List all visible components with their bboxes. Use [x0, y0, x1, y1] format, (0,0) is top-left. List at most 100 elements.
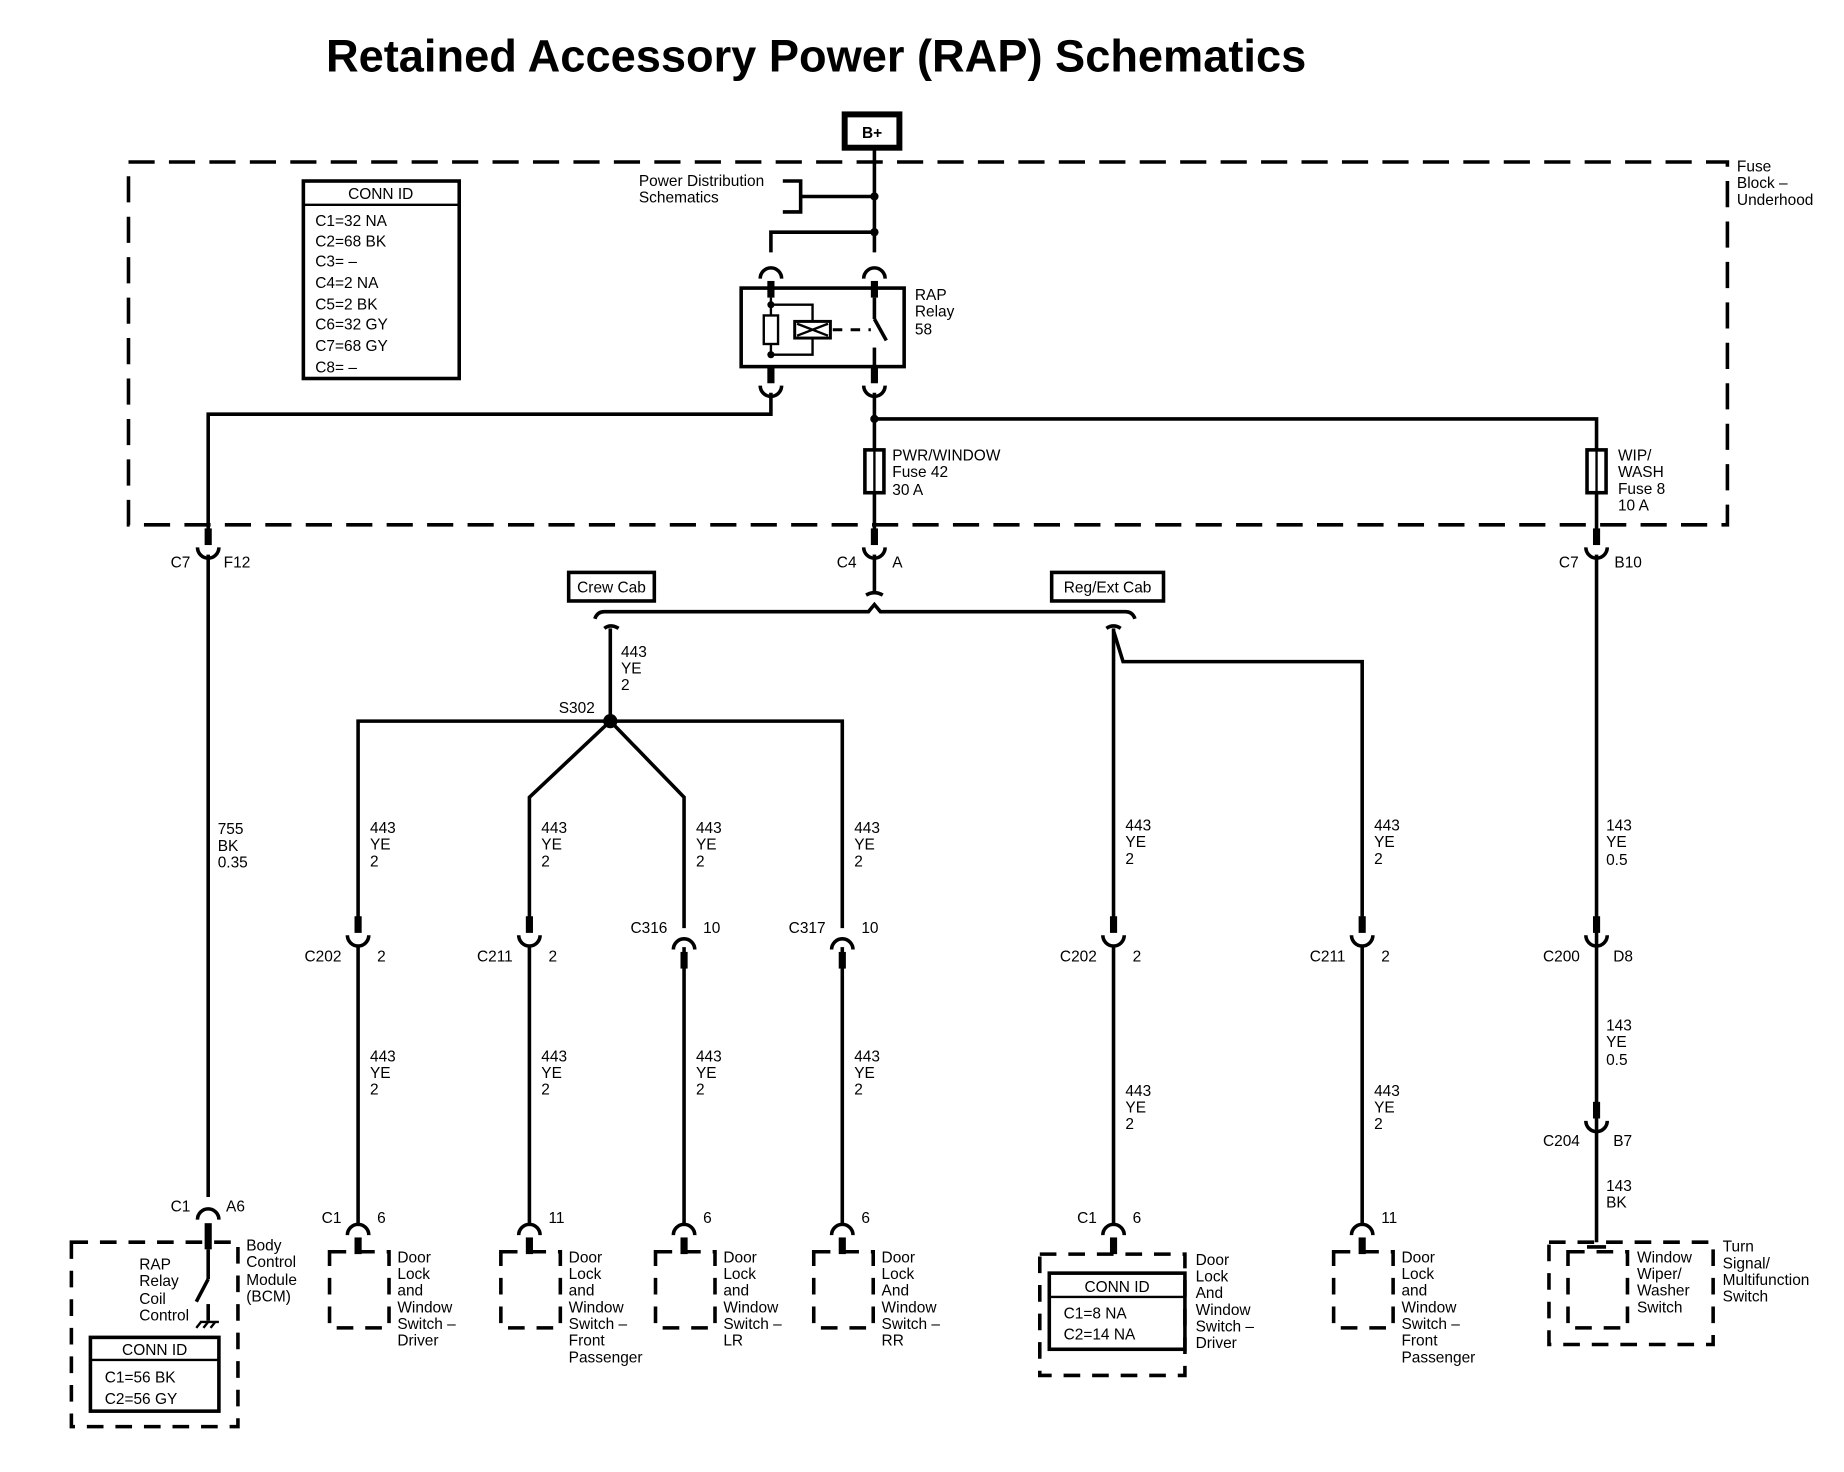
svg-text:143: 143	[1606, 1017, 1632, 1034]
svg-text:B7: B7	[1613, 1133, 1632, 1150]
svg-text:443: 443	[541, 1048, 567, 1065]
svg-text:30 A: 30 A	[892, 482, 924, 499]
svg-text:Window: Window	[397, 1299, 453, 1316]
svg-text:Signal/: Signal/	[1723, 1255, 1771, 1272]
svg-text:Window: Window	[882, 1299, 938, 1316]
svg-text:2: 2	[696, 1082, 705, 1099]
svg-text:Window: Window	[1196, 1302, 1252, 1319]
svg-text:C8= –: C8= –	[315, 360, 357, 377]
svg-text:Underhood: Underhood	[1737, 192, 1813, 209]
svg-text:Coil: Coil	[139, 1291, 166, 1308]
svg-text:Door: Door	[1196, 1252, 1230, 1269]
device-connector: 6	[829, 1210, 870, 1255]
svg-text:Fuse 42: Fuse 42	[892, 464, 948, 481]
fuse-block-label: Fuse Block – Underhood	[1737, 158, 1813, 208]
fuse-block-boundary	[126, 160, 1730, 527]
svg-text:Driver: Driver	[397, 1333, 438, 1350]
svg-text:Fuse: Fuse	[1737, 158, 1771, 175]
svg-text:C1: C1	[322, 1210, 342, 1227]
svg-text:WIP/: WIP/	[1618, 448, 1652, 465]
svg-text:2: 2	[1133, 948, 1142, 965]
svg-text:PWR/WINDOW: PWR/WINDOW	[892, 448, 1001, 465]
svg-text:C4=2 NA: C4=2 NA	[315, 275, 379, 292]
svg-text:F12: F12	[224, 555, 251, 572]
svg-text:C1: C1	[171, 1198, 191, 1215]
svg-text:Lock: Lock	[397, 1266, 430, 1283]
svg-text:Relay: Relay	[139, 1273, 179, 1290]
svg-text:and: and	[723, 1283, 749, 1300]
connector-c204: C204 B7	[1543, 1100, 1632, 1150]
svg-text:Switch –: Switch –	[1196, 1318, 1255, 1335]
svg-text:10: 10	[703, 920, 720, 937]
svg-text:443: 443	[621, 644, 647, 661]
svg-text:2: 2	[1125, 1116, 1134, 1133]
option-bracket	[593, 601, 1137, 620]
svg-text:Control: Control	[246, 1254, 296, 1271]
svg-text:Washer: Washer	[1637, 1283, 1690, 1300]
reg-ext-cab-option: Reg/Ext Cab	[1049, 570, 1166, 603]
svg-text:C4: C4	[837, 555, 857, 572]
device-connector: 11	[1349, 1210, 1397, 1255]
fuse-pwr-window: PWR/WINDOW Fuse 42 30 A	[863, 448, 1001, 499]
svg-text:2: 2	[370, 1082, 379, 1099]
svg-text:C2=68 BK: C2=68 BK	[315, 233, 387, 250]
svg-text:143: 143	[1606, 1178, 1632, 1195]
svg-text:YE: YE	[696, 1065, 717, 1082]
svg-text:0.5: 0.5	[1606, 852, 1627, 869]
svg-text:C204: C204	[1543, 1133, 1580, 1150]
wire-label-trunk: 443 YE 2	[621, 644, 647, 694]
svg-text:Multifunction: Multifunction	[1723, 1272, 1810, 1289]
svg-text:YE: YE	[1125, 834, 1146, 851]
svg-text:YE: YE	[370, 1065, 391, 1082]
splice-label: S302	[559, 700, 595, 717]
coil-control-wire	[206, 392, 773, 542]
svg-text:C7=68 GY: C7=68 GY	[315, 338, 388, 355]
svg-text:Lock: Lock	[723, 1266, 756, 1283]
svg-text:Door: Door	[569, 1249, 603, 1266]
svg-text:443: 443	[370, 1048, 396, 1065]
body-control-module: RAP Relay Coil Control Body Control Modu…	[69, 1238, 297, 1429]
svg-text:Driver: Driver	[1196, 1335, 1237, 1352]
svg-text:YE: YE	[370, 837, 391, 854]
svg-text:Switch –: Switch –	[569, 1316, 628, 1333]
svg-text:CONN ID: CONN ID	[122, 1342, 187, 1359]
svg-text:Fuse 8: Fuse 8	[1618, 481, 1665, 498]
svg-text:Switch: Switch	[1637, 1299, 1683, 1316]
svg-text:Door: Door	[397, 1249, 431, 1266]
svg-text:YE: YE	[854, 1065, 875, 1082]
svg-text:443: 443	[1374, 818, 1400, 835]
crew-cab-option: Crew Cab	[566, 570, 657, 603]
svg-text:CONN ID: CONN ID	[348, 186, 413, 203]
svg-text:C211: C211	[477, 948, 513, 965]
svg-text:YE: YE	[621, 661, 642, 678]
svg-text:YE: YE	[1606, 834, 1627, 851]
svg-text:B10: B10	[1614, 555, 1642, 572]
svg-text:Door: Door	[723, 1249, 757, 1266]
svg-text:WASH: WASH	[1618, 464, 1664, 481]
svg-text:YE: YE	[1125, 1100, 1146, 1117]
svg-text:Switch –: Switch –	[882, 1316, 941, 1333]
svg-text:443: 443	[541, 820, 567, 837]
svg-text:BK: BK	[218, 838, 239, 855]
svg-text:C7: C7	[1559, 555, 1579, 572]
